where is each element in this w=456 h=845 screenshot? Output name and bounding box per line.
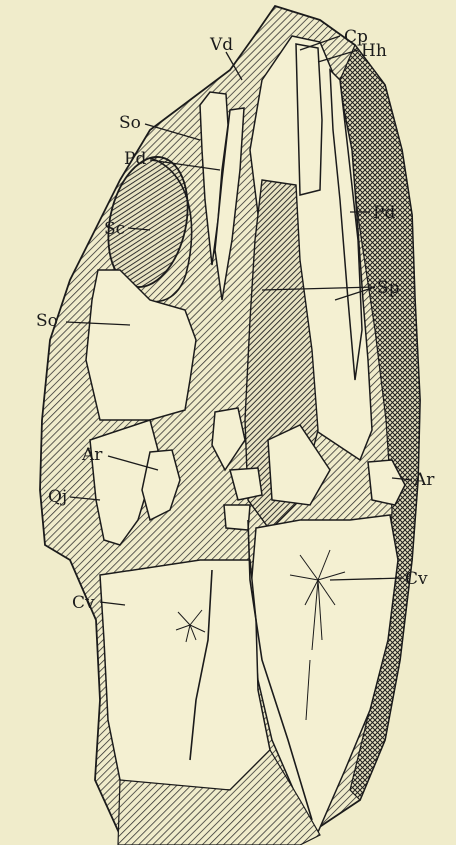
hh-bone: [296, 44, 322, 195]
fragment-3: [224, 505, 250, 530]
label-so-upper: So: [119, 113, 141, 133]
cv-left-plate: [100, 560, 270, 790]
label-hh: Hh: [361, 41, 387, 61]
label-ar-right: Ar: [413, 470, 435, 490]
label-so-lower: So: [36, 311, 58, 331]
label-pd-right: Pd: [373, 203, 395, 223]
label-vd: Vd: [209, 35, 233, 55]
label-qj: Qj: [48, 487, 67, 507]
label-ar-left: Ar: [81, 445, 103, 465]
label-cv-right: Cv: [405, 569, 428, 589]
label-sc: Sc: [104, 219, 125, 239]
label-sp: Sp: [377, 278, 400, 298]
label-cv-left: Cv: [72, 593, 95, 613]
label-pd-left: Pd: [124, 149, 146, 169]
